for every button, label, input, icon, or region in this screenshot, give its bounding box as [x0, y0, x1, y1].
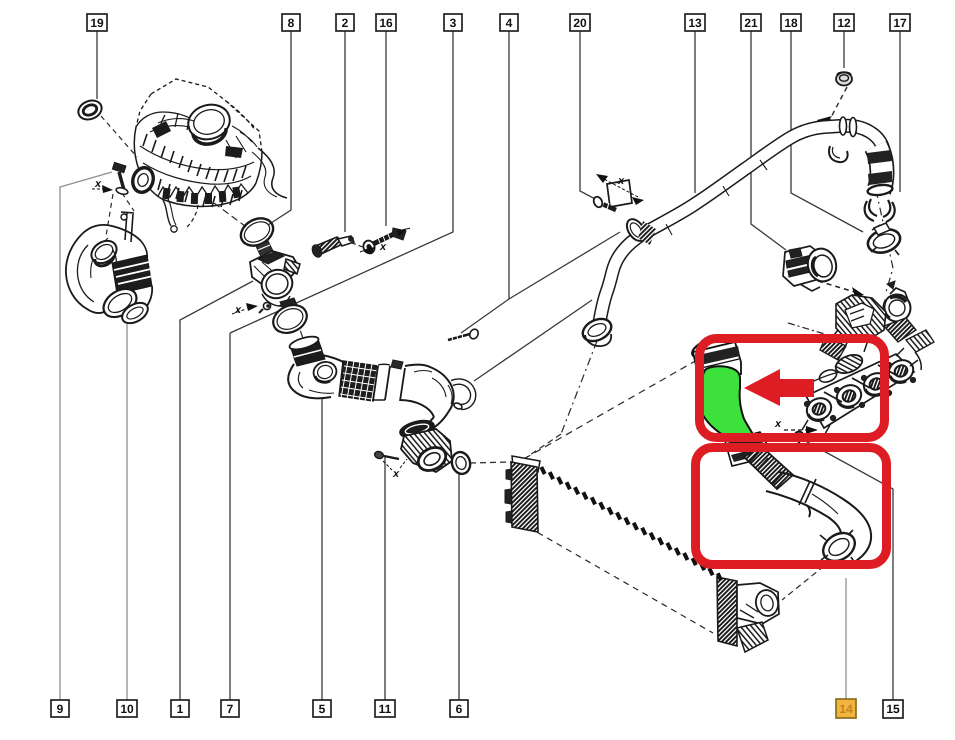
svg-text:4: 4 [506, 16, 513, 30]
svg-text:x: x [617, 175, 625, 187]
svg-text:20: 20 [573, 16, 587, 30]
svg-text:17: 17 [893, 16, 907, 30]
svg-text:10: 10 [120, 702, 134, 716]
svg-text:5: 5 [319, 702, 326, 716]
svg-text:3: 3 [450, 16, 457, 30]
svg-text:7: 7 [227, 702, 234, 716]
svg-text:x: x [94, 178, 102, 190]
svg-text:19: 19 [90, 16, 104, 30]
svg-text:14: 14 [839, 702, 853, 716]
svg-text:11: 11 [379, 702, 392, 716]
svg-text:18: 18 [784, 16, 798, 30]
svg-text:16: 16 [379, 16, 393, 30]
svg-text:6: 6 [456, 702, 463, 716]
svg-text:x: x [392, 468, 400, 480]
svg-text:21: 21 [744, 16, 758, 30]
svg-text:13: 13 [688, 16, 702, 30]
svg-text:2: 2 [342, 16, 349, 30]
svg-text:12: 12 [837, 16, 851, 30]
svg-text:x: x [234, 304, 242, 316]
svg-text:1: 1 [177, 702, 184, 716]
svg-text:x: x [774, 418, 782, 430]
svg-text:8: 8 [288, 16, 295, 30]
svg-text:x: x [379, 241, 387, 253]
svg-text:9: 9 [57, 702, 64, 716]
svg-text:15: 15 [886, 702, 900, 716]
